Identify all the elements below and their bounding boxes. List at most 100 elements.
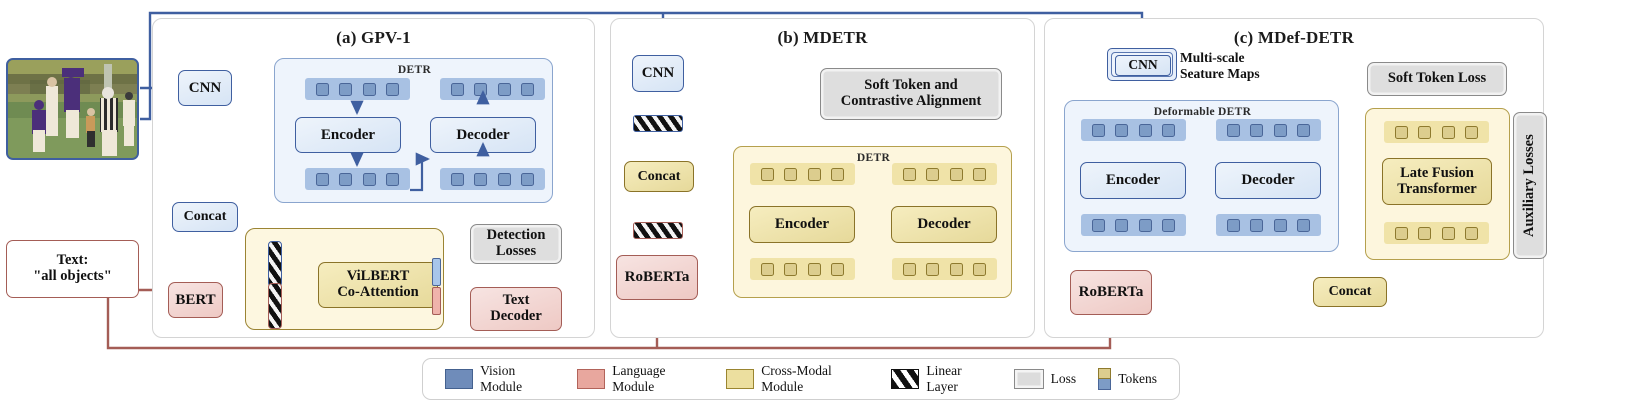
token <box>949 167 963 181</box>
panel-a-vilbert-co-attention: ViLBERT Co-Attention <box>318 262 438 308</box>
panel-c-dec-output-tokens <box>1216 119 1321 141</box>
token <box>339 82 353 96</box>
token <box>1091 218 1105 232</box>
token <box>926 262 940 276</box>
legend-label: Linear Layer <box>926 363 962 394</box>
language-module-swatch-icon <box>577 369 606 389</box>
legend-label: Tokens <box>1118 371 1157 386</box>
token <box>1297 218 1311 232</box>
panel-c-soft-token-loss: Soft Token Loss <box>1367 62 1507 96</box>
token <box>1465 125 1479 139</box>
token <box>1162 218 1176 232</box>
panel-c-roberta: RoBERTa <box>1070 270 1152 315</box>
panel-mdef-detr-title: (c) MDef-DETR <box>1233 28 1355 47</box>
panel-c-late-fusion-transformer: Late Fusion Transformer <box>1382 158 1492 205</box>
token <box>1250 218 1264 232</box>
panel-a-dec-query-tokens <box>440 168 545 190</box>
token <box>521 172 535 186</box>
panel-c-dec-query-tokens <box>1216 214 1321 236</box>
token <box>1115 123 1129 137</box>
linear-layer-swatch-icon <box>891 369 920 389</box>
tokens-swatch-icon <box>1098 368 1112 390</box>
panel-c-fusion-input-tokens <box>1384 222 1489 244</box>
token <box>1394 125 1408 139</box>
token <box>1138 123 1152 137</box>
token <box>497 82 511 96</box>
panel-b-dec-query-tokens <box>892 258 997 280</box>
panel-b-encoder: Encoder <box>749 206 855 243</box>
token <box>1418 125 1432 139</box>
panel-c-deformable-detr-label: Deformable DETR <box>1153 106 1252 118</box>
token <box>760 167 774 181</box>
legend-item-linear: Linear Layer <box>891 363 991 395</box>
panel-b-enc-output-tokens <box>750 258 855 280</box>
panel-a-language-output-bar <box>432 287 441 315</box>
token <box>1226 123 1240 137</box>
token <box>1418 226 1432 240</box>
panel-b-enc-input-tokens <box>750 163 855 185</box>
token <box>807 262 821 276</box>
panel-b-vision-linear-layer <box>633 115 683 132</box>
legend-item-crossmodal: Cross-Modal Module <box>726 363 869 395</box>
panel-c-concat: Concat <box>1313 277 1387 307</box>
token <box>1394 226 1408 240</box>
panel-a-enc-input-tokens <box>305 78 410 100</box>
panel-a-vision-output-bar <box>432 258 441 286</box>
input-image-thumbnail <box>6 58 139 160</box>
token <box>1226 218 1240 232</box>
panel-c-cnn: CNN <box>1115 55 1171 76</box>
token <box>760 262 774 276</box>
legend-label: Language Module <box>612 363 666 394</box>
panel-c-cnn-multiscale-stack: CNN <box>1107 48 1177 81</box>
token <box>362 172 376 186</box>
panel-a-dec-output-tokens <box>440 78 545 100</box>
legend-label: Loss <box>1050 371 1077 386</box>
token <box>1273 123 1287 137</box>
token <box>339 172 353 186</box>
legend-item-language: Language Module <box>577 363 704 395</box>
panel-a-encoder: Encoder <box>295 117 401 153</box>
legend-item-loss: Loss <box>1013 369 1077 389</box>
panel-a-concat: Concat <box>172 202 238 232</box>
panel-c-multiscale-label: Multi-scale Seature Maps <box>1180 50 1260 82</box>
token <box>386 172 400 186</box>
panel-gpv1-title: (a) GPV-1 <box>336 28 411 47</box>
token <box>1441 226 1455 240</box>
token <box>784 262 798 276</box>
panel-a-bert: BERT <box>168 282 223 318</box>
token <box>807 167 821 181</box>
panel-a-language-linear-layer <box>268 283 282 329</box>
panel-c-enc-output-tokens <box>1081 214 1186 236</box>
loss-swatch-icon <box>1013 369 1044 389</box>
cross-modal-module-swatch-icon <box>726 369 755 389</box>
legend-label: Vision Module <box>480 363 523 394</box>
panel-c-auxiliary-losses: Auxiliary Losses <box>1513 112 1547 259</box>
token <box>949 262 963 276</box>
panel-a-text-decoder: Text Decoder <box>470 287 562 331</box>
legend: Vision Module Language Module Cross-Moda… <box>422 358 1180 400</box>
panel-b-dec-output-tokens <box>892 163 997 185</box>
token <box>315 82 329 96</box>
token <box>1465 226 1479 240</box>
token <box>450 82 464 96</box>
token <box>521 82 535 96</box>
text-input-box: Text: "all objects" <box>6 240 139 298</box>
token <box>831 262 845 276</box>
panel-b-detr-label: DETR <box>856 152 891 164</box>
panel-b-soft-token-alignment: Soft Token and Contrastive Alignment <box>820 68 1002 120</box>
panel-b-cnn: CNN <box>632 55 684 92</box>
panel-mdetr-title: (b) MDETR <box>777 28 868 47</box>
token <box>784 167 798 181</box>
token <box>926 167 940 181</box>
token <box>1138 218 1152 232</box>
token <box>386 82 400 96</box>
token <box>450 172 464 186</box>
panel-a-enc-dec-arrows <box>350 90 490 192</box>
panel-a-cnn: CNN <box>178 70 232 106</box>
token <box>1441 125 1455 139</box>
panel-c-decoder: Decoder <box>1215 162 1321 199</box>
token <box>315 172 329 186</box>
token <box>902 167 916 181</box>
token <box>1250 123 1264 137</box>
